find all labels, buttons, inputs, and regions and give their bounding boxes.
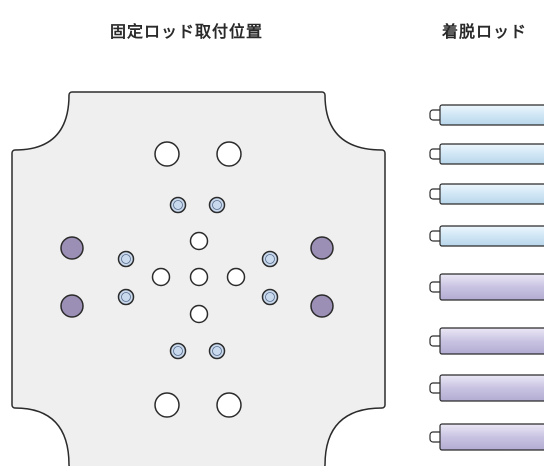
blue-removable-rod: [429, 183, 544, 205]
small-blue-hole-ring: [121, 254, 131, 264]
large-purple-hole: [60, 236, 84, 260]
rod-body: [439, 104, 544, 126]
large-open-hole: [154, 141, 180, 167]
purple-removable-rod: [429, 327, 544, 355]
large-purple-hole: [60, 294, 84, 318]
small-blue-hole: [169, 342, 187, 360]
rod-body: [439, 423, 544, 451]
small-open-hole: [226, 267, 246, 287]
small-blue-hole-ring: [212, 200, 222, 210]
rod-body: [439, 273, 544, 301]
large-purple-hole: [310, 294, 334, 318]
large-open-hole: [216, 141, 242, 167]
rod-body: [439, 183, 544, 205]
blue-removable-rod: [429, 225, 544, 247]
large-open-hole: [216, 392, 242, 418]
small-blue-hole: [117, 288, 135, 306]
small-blue-hole-ring: [265, 254, 275, 264]
small-blue-hole-ring: [173, 200, 183, 210]
small-blue-hole-ring: [121, 292, 131, 302]
large-open-hole: [154, 392, 180, 418]
small-blue-hole: [169, 196, 187, 214]
rod-body: [439, 327, 544, 355]
small-blue-hole-ring: [265, 292, 275, 302]
purple-removable-rod: [429, 273, 544, 301]
purple-removable-rod: [429, 423, 544, 451]
blue-removable-rod: [429, 104, 544, 126]
small-blue-hole: [261, 288, 279, 306]
rod-body: [439, 143, 544, 165]
small-blue-hole: [208, 342, 226, 360]
small-blue-hole: [208, 196, 226, 214]
removable-rods-group: [429, 104, 544, 451]
small-open-hole: [189, 231, 209, 251]
fixed-rod-positions-heading: 固定ロッド取付位置: [110, 22, 264, 41]
blue-removable-rod: [429, 143, 544, 165]
hole-pattern: [60, 141, 334, 418]
rod-body: [439, 225, 544, 247]
purple-removable-rod: [429, 374, 544, 402]
small-blue-hole: [117, 250, 135, 268]
small-blue-hole-ring: [173, 346, 183, 356]
small-open-hole: [151, 267, 171, 287]
small-blue-hole-ring: [212, 346, 222, 356]
small-blue-hole: [261, 250, 279, 268]
large-purple-hole: [310, 236, 334, 260]
small-open-hole: [189, 267, 209, 287]
small-open-hole: [189, 304, 209, 324]
rod-body: [439, 374, 544, 402]
removable-rods-heading: 着脱ロッド: [442, 22, 528, 41]
